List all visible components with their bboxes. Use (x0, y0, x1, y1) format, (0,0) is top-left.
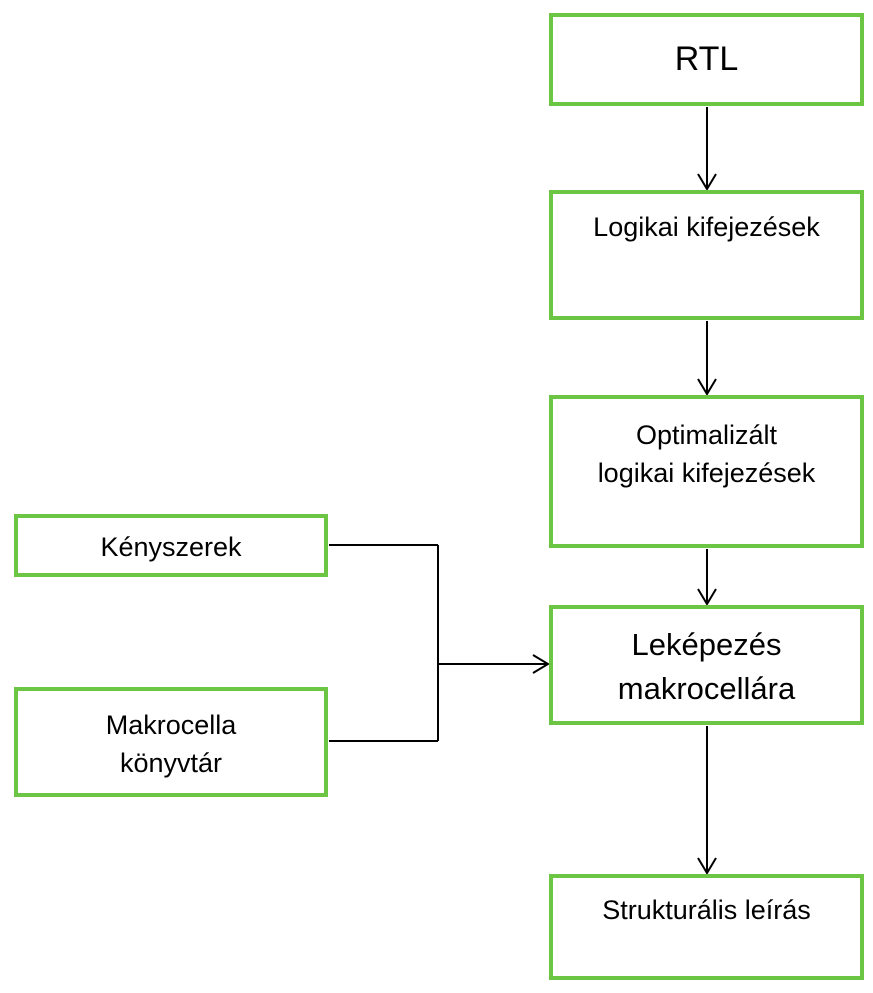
box-rtl: RTL (549, 13, 864, 106)
arrowhead-rtl-to-logikai (697, 173, 717, 191)
box-logikai-label: Logikai kifejezések (593, 212, 820, 242)
arrowhead-logikai-to-optimalizalt (697, 378, 717, 396)
box-optimalizalt-label: Optimalizált logikai kifejezések (597, 420, 816, 488)
box-lekepezes-makrocellara: Leképezés makrocellára (549, 605, 864, 725)
box-makrocella-konyvtar: Makrocella könyvtár (14, 687, 328, 797)
box-logikai-kifejezesek: Logikai kifejezések (549, 190, 864, 320)
arrowhead-merge-to-lekepezes (532, 654, 550, 674)
box-makrocella-label: Makrocella könyvtár (105, 710, 237, 778)
arrowhead-lekepezes-to-strukturalis (697, 857, 717, 875)
box-strukturalis-leiras: Strukturális leírás (549, 874, 864, 980)
box-optimalizalt-logikai-kifejezesek: Optimalizált logikai kifejezések (549, 395, 864, 548)
box-kenyszerek-label: Kényszerek (100, 532, 242, 562)
box-rtl-label: RTL (674, 40, 739, 78)
box-lekepezes-label: Leképezés makrocellára (617, 627, 796, 706)
box-strukturalis-label: Strukturális leírás (602, 895, 811, 925)
arrowhead-optimalizalt-to-lekepezes (697, 588, 717, 606)
box-kenyszerek: Kényszerek (14, 514, 328, 577)
